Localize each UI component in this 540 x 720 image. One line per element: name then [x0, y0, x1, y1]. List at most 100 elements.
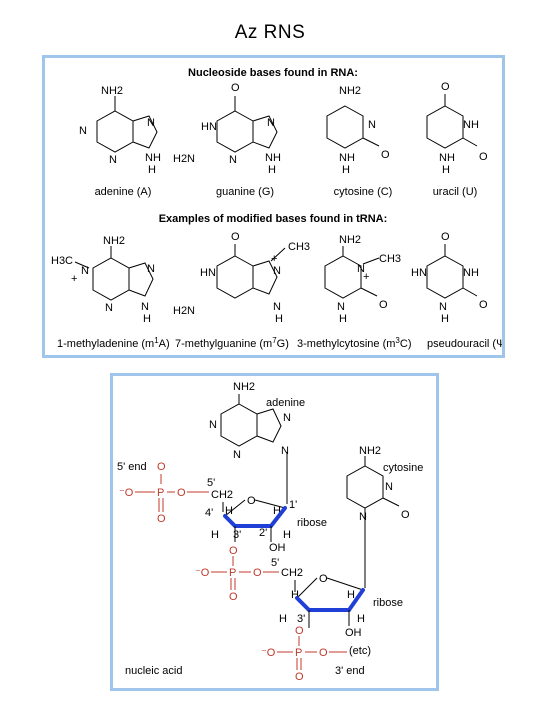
- svg-text:H: H: [342, 164, 350, 176]
- svg-text:N: N: [229, 154, 237, 166]
- svg-text:O: O: [247, 495, 256, 507]
- svg-text:O: O: [157, 513, 166, 525]
- svg-text:H: H: [211, 529, 219, 541]
- svg-text:N: N: [209, 419, 217, 431]
- svg-text:4': 4': [205, 507, 213, 519]
- svg-text:O: O: [479, 151, 488, 163]
- svg-text:HN: HN: [201, 121, 217, 133]
- adenine-structure: NH2 N N N NH H: [79, 85, 161, 176]
- svg-text:2': 2': [259, 527, 267, 539]
- svg-text:+: +: [271, 253, 277, 265]
- svg-text:HN: HN: [200, 267, 216, 279]
- svg-text:ribose: ribose: [373, 597, 403, 609]
- svg-text:O: O: [231, 82, 240, 94]
- svg-text:+: +: [71, 273, 77, 285]
- svg-text:H: H: [148, 164, 156, 176]
- guanine-caption: guanine (G): [216, 186, 274, 198]
- svg-text:NH: NH: [439, 152, 455, 164]
- svg-text:(etc): (etc): [349, 645, 371, 657]
- nucleic-acid-panel: NH2 adenine N N N N NH2 cytosine N N O 5…: [110, 373, 439, 691]
- uracil-structure: O NH NH H O: [426, 81, 488, 176]
- svg-text:H2N: H2N: [173, 153, 195, 165]
- svg-text:N: N: [337, 301, 345, 313]
- adenine-base: NH2 adenine N N N N: [209, 381, 305, 504]
- svg-text:N: N: [385, 481, 393, 493]
- svg-text:CH3: CH3: [288, 241, 310, 253]
- svg-text:O: O: [229, 545, 238, 557]
- svg-text:NH2: NH2: [339, 85, 361, 97]
- svg-text:adenine: adenine: [266, 397, 305, 409]
- svg-text:N: N: [273, 265, 281, 277]
- svg-text:O: O: [295, 671, 304, 683]
- ribose-1: 5' CH2 O 4' H H 1' ribose H 3' 2' H OH: [205, 477, 327, 554]
- svg-text:O: O: [319, 647, 328, 659]
- svg-text:1': 1': [289, 499, 297, 511]
- nucleic-acid-label: nucleic acid: [125, 665, 182, 677]
- svg-text:CH2: CH2: [211, 489, 233, 501]
- svg-text:H: H: [357, 613, 365, 625]
- svg-text:NH: NH: [463, 119, 479, 131]
- svg-text:NH: NH: [463, 267, 479, 279]
- svg-text:H: H: [279, 613, 287, 625]
- svg-text:O: O: [441, 81, 450, 93]
- svg-text:3' end: 3' end: [335, 665, 365, 677]
- methylguanine-structure: O CH3 + HN H2N N N H: [173, 231, 310, 325]
- svg-text:NH: NH: [145, 152, 161, 164]
- adenine-caption: adenine (A): [95, 186, 152, 198]
- svg-text:O: O: [157, 461, 166, 473]
- cytosine-structure: NH2 N NH H O: [326, 85, 390, 176]
- page-title: Az RNS: [234, 22, 306, 43]
- svg-text:N: N: [283, 412, 291, 424]
- guanine-structure: O HN H2N N N NH H: [173, 82, 281, 176]
- svg-text:N: N: [439, 301, 447, 313]
- svg-text:NH2: NH2: [103, 235, 125, 247]
- svg-text:H: H: [273, 505, 281, 517]
- nucleic-acid-diagram: NH2 adenine N N N N NH2 cytosine N N O 5…: [117, 381, 423, 683]
- methylcytosine-structure: NH2 CH3 N + N H O: [324, 234, 401, 325]
- methyladenine-caption: 1-methyladenine (m1A): [57, 336, 170, 350]
- svg-text:NH2: NH2: [339, 234, 361, 246]
- svg-text:N: N: [233, 449, 241, 461]
- cytosine-base: NH2 cytosine N N O: [346, 445, 423, 588]
- svg-text:H: H: [268, 164, 276, 176]
- svg-text:P: P: [157, 487, 164, 499]
- svg-text:N: N: [267, 117, 275, 129]
- svg-text:CH2: CH2: [281, 567, 303, 579]
- svg-text:HN: HN: [411, 267, 427, 279]
- svg-text:O: O: [231, 231, 240, 243]
- svg-text:H: H: [442, 164, 450, 176]
- svg-text:H3C: H3C: [51, 255, 73, 267]
- svg-text:5': 5': [271, 557, 279, 569]
- svg-text:O: O: [319, 573, 328, 585]
- svg-text:O: O: [253, 567, 262, 579]
- svg-text:O: O: [229, 591, 238, 603]
- bases-panel: Nucleoside bases found in RNA: Examples …: [42, 55, 505, 358]
- svg-text:NH2: NH2: [359, 445, 381, 457]
- svg-text:N: N: [105, 302, 113, 314]
- svg-text:N: N: [109, 154, 117, 166]
- svg-text:⁻O: ⁻O: [261, 647, 276, 659]
- svg-text:H: H: [291, 589, 299, 601]
- nucleosides-header: Nucleoside bases found in RNA:: [188, 67, 358, 79]
- svg-text:ribose: ribose: [297, 517, 327, 529]
- svg-text:O: O: [379, 299, 388, 311]
- svg-text:NH2: NH2: [101, 85, 123, 97]
- svg-text:3': 3': [233, 529, 241, 541]
- three-prime-phosphate: O ⁻O P O O (etc) 3' end: [261, 625, 371, 683]
- svg-text:N: N: [273, 301, 281, 313]
- svg-text:⁻O: ⁻O: [119, 487, 134, 499]
- svg-text:NH2: NH2: [233, 381, 255, 393]
- pseudouracil-caption: pseudouracil (Ψ): [427, 338, 502, 350]
- svg-text:N: N: [368, 119, 376, 131]
- svg-text:NH: NH: [265, 152, 281, 164]
- methylcytosine-caption: 3-methylcytosine (m3C): [297, 336, 411, 350]
- svg-text:N: N: [281, 445, 289, 457]
- bases-diagram: Nucleoside bases found in RNA: Examples …: [51, 67, 502, 350]
- cytosine-caption: cytosine (C): [334, 186, 393, 198]
- svg-text:H2N: H2N: [173, 305, 195, 317]
- svg-text:O: O: [479, 299, 488, 311]
- svg-text:H: H: [143, 313, 151, 325]
- svg-text:O: O: [295, 625, 304, 637]
- svg-text:N: N: [357, 263, 365, 275]
- svg-text:P: P: [229, 567, 236, 579]
